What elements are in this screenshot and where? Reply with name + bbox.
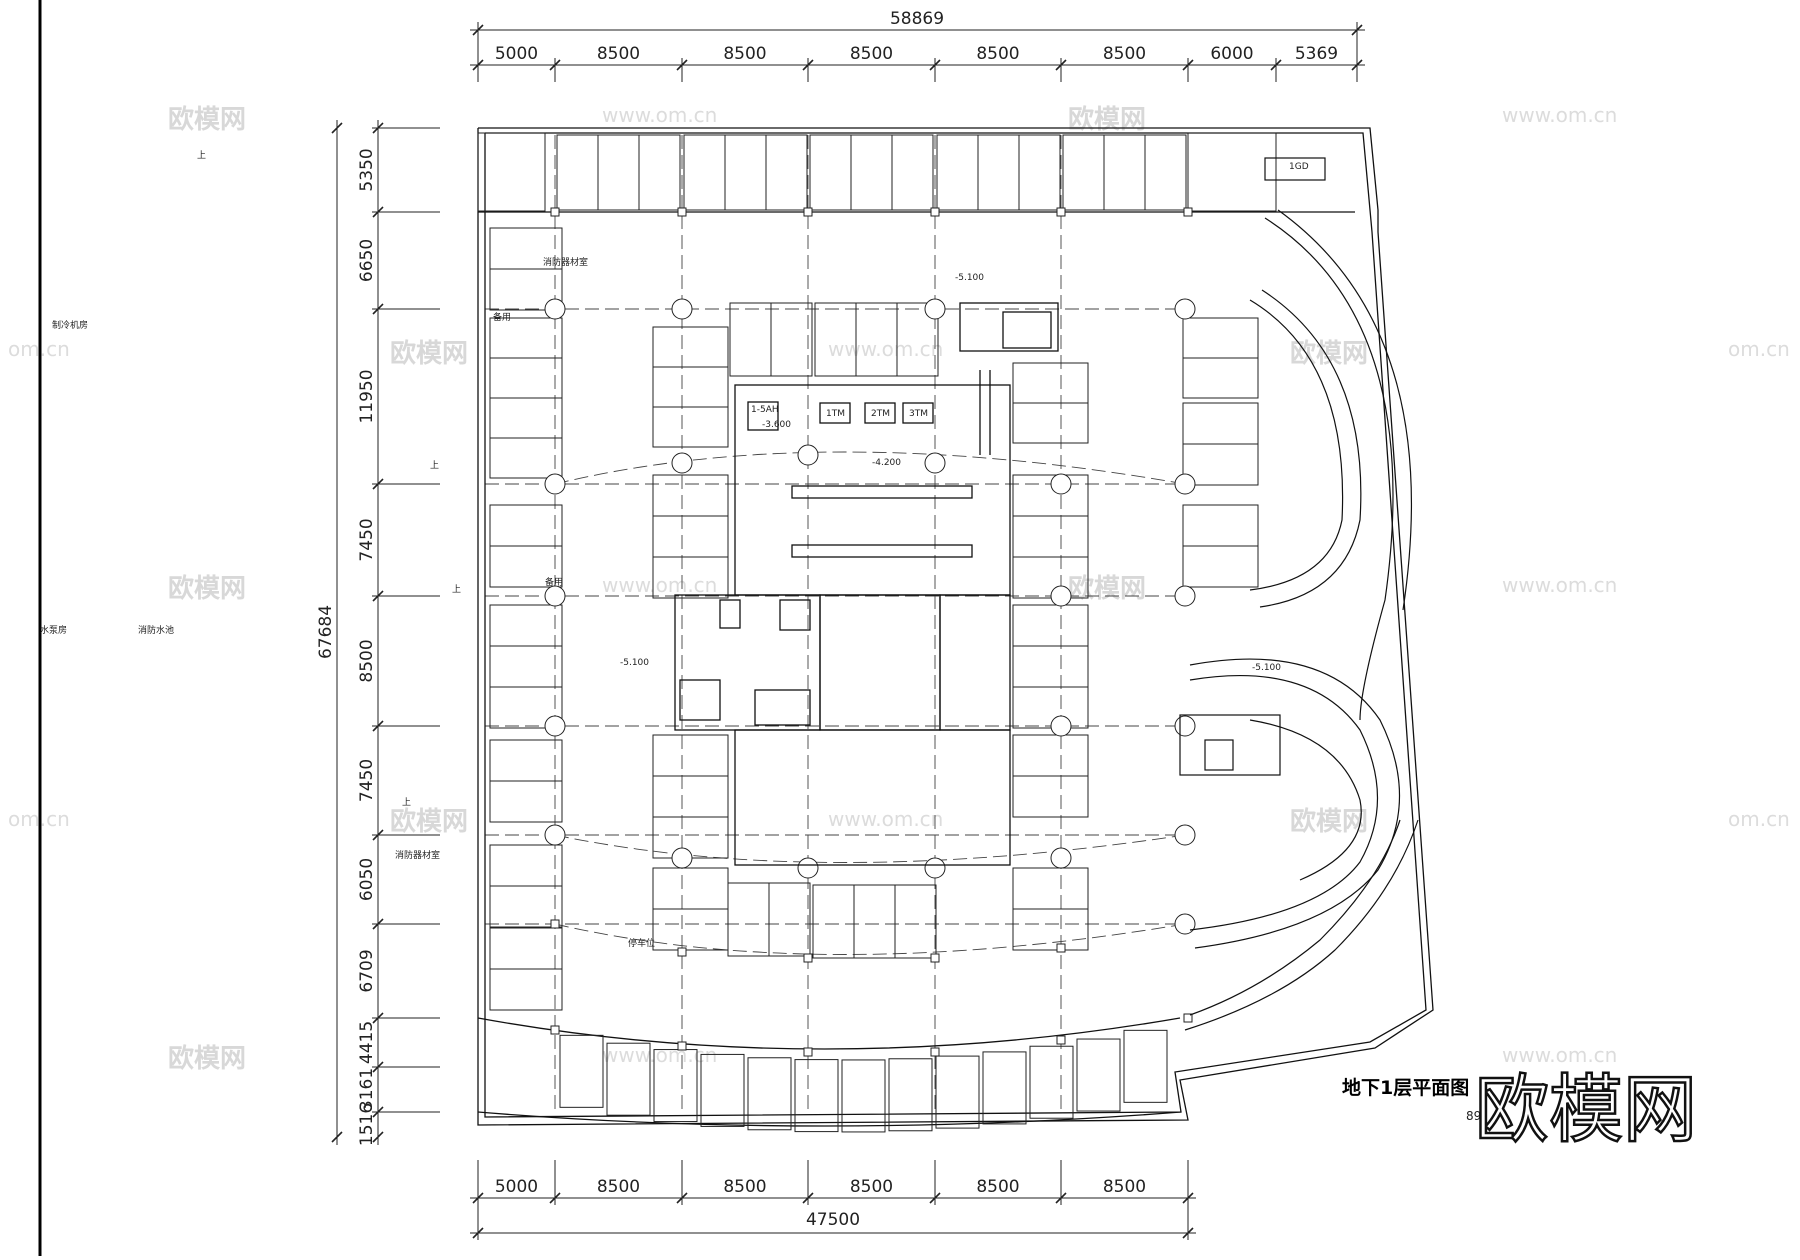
dim-top-span: 8500 bbox=[850, 44, 893, 64]
level-marker: -5.100 bbox=[955, 273, 984, 283]
dim-top-span: 5000 bbox=[495, 44, 538, 64]
up-arrow-label: 上 bbox=[197, 150, 206, 161]
dim-bottom-total: 47500 bbox=[806, 1210, 860, 1230]
spare-room-label: 备用 bbox=[545, 576, 563, 588]
dim-bottom-span: 8500 bbox=[597, 1177, 640, 1197]
dim-left-span: 6650 bbox=[357, 239, 377, 282]
drawing-title: 地下1层平面图 bbox=[1342, 1076, 1469, 1099]
dim-bottom-span: 5000 bbox=[495, 1177, 538, 1197]
watermark-url-fragment: om.cn bbox=[1728, 337, 1790, 361]
dim-top-total: 58869 bbox=[890, 9, 944, 29]
parking-stalls bbox=[477, 132, 1277, 1133]
watermark-brand: 欧模网 bbox=[1068, 104, 1146, 135]
fire-pool-label: 消防水池 bbox=[138, 624, 174, 636]
building-outline bbox=[477, 127, 1434, 1127]
watermark-url-fragment: om.cn bbox=[8, 337, 70, 361]
dim-left-span: 8500 bbox=[357, 639, 377, 682]
dim-top-span: 6000 bbox=[1210, 44, 1253, 64]
dim-left-span: 7450 bbox=[357, 518, 377, 561]
spare-room-label: 备用 bbox=[493, 311, 511, 323]
dim-left-span: 7450 bbox=[357, 759, 377, 802]
dim-bottom-span: 8500 bbox=[976, 1177, 1019, 1197]
dim-bottom-span: 8500 bbox=[1103, 1177, 1146, 1197]
level-marker: -5.100 bbox=[620, 658, 649, 668]
vehicle-ramp bbox=[1179, 157, 1419, 1031]
dim-left-span: 11950 bbox=[357, 369, 377, 423]
watermark-url-fragment: om.cn bbox=[8, 807, 70, 831]
elevator-label: 2TM bbox=[871, 409, 890, 419]
up-arrow-label: 上 bbox=[430, 460, 439, 471]
level-marker: -5.100 bbox=[1252, 663, 1281, 673]
watermark-url: www.om.cn bbox=[602, 103, 717, 127]
dim-top-span: 5369 bbox=[1295, 44, 1338, 64]
dim-left-span: 5350 bbox=[357, 148, 377, 191]
parking-label: 停车位 bbox=[628, 937, 655, 949]
elevator-label: 3TM bbox=[909, 409, 928, 419]
elevator-label: 1TM bbox=[826, 409, 845, 419]
axis-grid bbox=[485, 135, 1190, 1110]
equipment-tag: 1GD bbox=[1289, 162, 1309, 172]
dim-left-total: 67684 bbox=[316, 605, 336, 659]
watermark-url: www.om.cn bbox=[602, 573, 717, 597]
watermark-brand: 欧模网 bbox=[1068, 573, 1146, 604]
watermark-brand: 欧模网 bbox=[390, 338, 468, 369]
central-core bbox=[674, 302, 1059, 866]
watermark-url-fragment: om.cn bbox=[1728, 807, 1790, 831]
level-marker: -4.200 bbox=[872, 458, 901, 468]
watermark-url: www.om.cn bbox=[1502, 103, 1617, 127]
up-arrow-label: 上 bbox=[402, 797, 411, 808]
dimension-lines bbox=[331, 22, 1365, 1240]
watermark-url: www.om.cn bbox=[828, 807, 943, 831]
level-marker: -3.600 bbox=[762, 420, 791, 430]
fire-equipment-room-label: 消防器材室 bbox=[543, 256, 588, 268]
up-arrow-label: 上 bbox=[452, 584, 461, 595]
sheet-number-fragment: 89 bbox=[1466, 1109, 1481, 1123]
watermark-brand: 欧模网 bbox=[1290, 338, 1368, 369]
dim-top-span: 8500 bbox=[723, 44, 766, 64]
dim-left-span: 1516 bbox=[357, 1103, 377, 1146]
drawing-labels: 58869 5000 8500 8500 8500 8500 8500 6000 5369 500… bbox=[40, 9, 1338, 1230]
dim-top-span: 8500 bbox=[597, 44, 640, 64]
watermark-url: www.om.cn bbox=[1502, 1043, 1617, 1067]
watermark-url: www.om.cn bbox=[828, 337, 943, 361]
dim-left-span: 6709 bbox=[357, 949, 377, 992]
dim-left-span: 6050 bbox=[357, 858, 377, 901]
watermark-brand: 欧模网 bbox=[1290, 806, 1368, 837]
watermark-url: www.om.cn bbox=[1502, 573, 1617, 597]
pump-room-label: 水泵房 bbox=[40, 624, 67, 636]
watermark-brand: 欧模网 bbox=[168, 104, 246, 135]
structural-columns bbox=[544, 207, 1196, 1057]
dim-left-span: 4415 bbox=[357, 1021, 377, 1064]
dim-top-span: 8500 bbox=[976, 44, 1019, 64]
stair-tag: 1-5AH bbox=[751, 405, 779, 415]
refrigeration-room-label: 制冷机房 bbox=[52, 319, 88, 331]
watermark-url: www.om.cn bbox=[602, 1043, 717, 1067]
dim-left-span: 3161 bbox=[357, 1068, 377, 1111]
watermark-brand: 欧模网 bbox=[390, 806, 468, 837]
watermark-brand: 欧模网 bbox=[168, 1043, 246, 1074]
dim-bottom-span: 8500 bbox=[850, 1177, 893, 1197]
watermark-brand: 欧模网 bbox=[168, 573, 246, 604]
dim-top-span: 8500 bbox=[1103, 44, 1146, 64]
logo-watermark: 欧模网 bbox=[1475, 1067, 1697, 1153]
dim-bottom-span: 8500 bbox=[723, 1177, 766, 1197]
fire-equipment-room-label: 消防器材室 bbox=[395, 849, 440, 861]
